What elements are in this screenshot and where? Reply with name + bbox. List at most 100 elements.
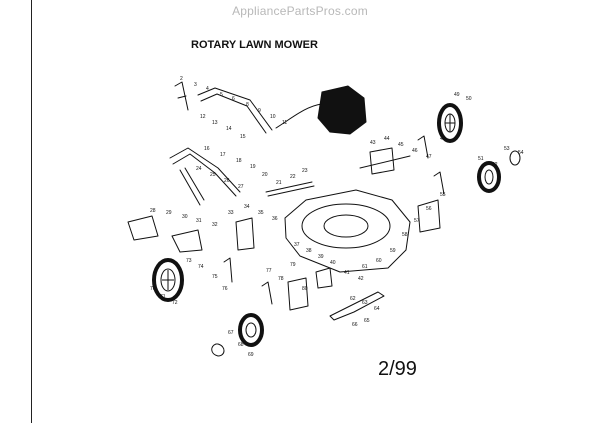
- part-number-label: 31: [196, 218, 202, 224]
- part-number-label: 17: [220, 152, 226, 158]
- part-number-label: 62: [350, 296, 356, 302]
- part-number-label: 56: [426, 206, 432, 212]
- part-number-label: 26: [224, 178, 230, 184]
- part-number-label: 76: [222, 286, 228, 292]
- part-number-label: 51: [478, 156, 484, 162]
- part-number-label: 71: [160, 294, 166, 300]
- control-bar: [174, 81, 189, 111]
- part-number-label: 79: [290, 262, 296, 268]
- date-code: 2/99: [378, 358, 417, 380]
- part-number-label: 11: [282, 120, 287, 126]
- front-axle-rod: [359, 155, 411, 169]
- page-margin-line: [31, 0, 32, 423]
- blade: [329, 291, 385, 321]
- part-number-label: 37: [294, 242, 300, 248]
- part-number-label: 44: [384, 136, 390, 142]
- part-number-label: 8: [246, 102, 249, 108]
- part-number-label: 55: [440, 192, 446, 198]
- part-number-label: 64: [374, 306, 380, 312]
- part-number-label: 80: [302, 286, 308, 292]
- deck-opening-inner: [323, 214, 369, 238]
- part-number-label: 25: [210, 172, 216, 178]
- part-number-label: 66: [352, 322, 358, 328]
- part-number-label: 63: [362, 300, 368, 306]
- part-number-label: 22: [290, 174, 296, 180]
- part-number-label: 75: [212, 274, 218, 280]
- wheel-rear-right: [437, 103, 463, 143]
- part-number-label: 72: [172, 300, 178, 306]
- height-lever-front: [417, 135, 429, 159]
- hubcap: [509, 150, 521, 166]
- part-number-label: 61: [362, 264, 368, 270]
- adapter-plate: [315, 267, 333, 289]
- part-number-label: 14: [226, 126, 232, 132]
- rear-axle-rod: [265, 181, 315, 197]
- part-number-label: 6: [232, 96, 235, 102]
- part-number-labels: 2345689101112131415161718192021222324252…: [150, 76, 524, 358]
- part-number-label: 15: [240, 134, 246, 140]
- wheel-front-left: [238, 313, 264, 347]
- part-number-label: 19: [250, 164, 256, 170]
- part-number-label: 68: [238, 342, 244, 348]
- engine: [317, 85, 367, 135]
- part-number-label: 73: [186, 258, 192, 264]
- part-number-label: 57: [414, 218, 420, 224]
- part-number-label: 67: [228, 330, 234, 336]
- part-number-label: 47: [426, 154, 432, 160]
- part-number-label: 16: [204, 146, 210, 152]
- part-number-label: 77: [266, 268, 272, 274]
- part-number-label: 53: [504, 146, 510, 152]
- part-number-label: 12: [200, 114, 206, 120]
- deck-opening: [301, 203, 391, 249]
- part-number-label: 30: [182, 214, 188, 220]
- part-number-label: 42: [358, 276, 364, 282]
- part-number-label: 65: [364, 318, 370, 324]
- discharge-chute: [127, 215, 159, 241]
- part-number-label: 33: [228, 210, 234, 216]
- part-number-label: 18: [236, 158, 242, 164]
- part-number-label: 10: [270, 114, 276, 120]
- part-number-label: 29: [166, 210, 172, 216]
- wheel-front-right: [477, 161, 501, 193]
- part-number-label: 24: [196, 166, 202, 172]
- part-number-label: 69: [248, 352, 254, 358]
- height-adjuster-right: [417, 199, 441, 233]
- front-bracket: [369, 147, 395, 175]
- part-number-label: 23: [302, 168, 308, 174]
- part-number-label: 41: [344, 270, 350, 276]
- part-number-label: 5: [220, 92, 223, 98]
- part-number-label: 38: [306, 248, 312, 254]
- upper-handle: [197, 87, 273, 134]
- part-number-label: 46: [412, 148, 418, 154]
- part-number-label: 52: [492, 162, 498, 168]
- grommet: [211, 343, 225, 357]
- wheel-rear-left: [152, 258, 184, 302]
- part-number-label: 36: [272, 216, 278, 222]
- mower-deck: [284, 189, 411, 273]
- part-number-label: 70: [150, 286, 156, 292]
- part-number-label: 28: [150, 208, 156, 214]
- part-number-label: 32: [212, 222, 218, 228]
- part-number-label: 35: [258, 210, 264, 216]
- part-number-label: 60: [376, 258, 382, 264]
- part-number-label: 40: [330, 260, 336, 266]
- part-number-label: 58: [402, 232, 408, 238]
- part-number-label: 21: [276, 180, 282, 186]
- height-lever-right: [433, 171, 445, 195]
- part-number-label: 4: [206, 86, 209, 92]
- part-number-label: 49: [454, 92, 460, 98]
- part-number-label: 45: [398, 142, 404, 148]
- part-number-label: 2: [180, 76, 183, 82]
- height-lever-lower: [261, 281, 273, 305]
- lower-handle: [169, 147, 241, 206]
- height-lever-left: [223, 257, 233, 283]
- part-number-label: 78: [278, 276, 284, 282]
- part-number-label: 39: [318, 254, 324, 260]
- lower-bracket: [287, 277, 309, 311]
- part-number-label: 43: [370, 140, 376, 146]
- part-number-label: 54: [518, 150, 524, 156]
- part-number-label: 59: [390, 248, 396, 254]
- part-number-label: 3: [194, 82, 197, 88]
- diagram-title: ROTARY LAWN MOWER: [191, 39, 318, 51]
